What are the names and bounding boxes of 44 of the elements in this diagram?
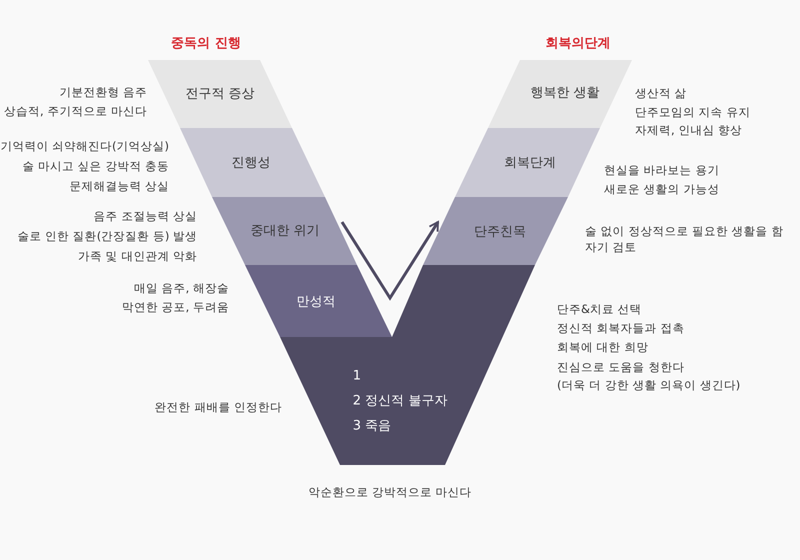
band-label: 전구적 증상: [185, 86, 255, 104]
section-title: 회복의단계: [546, 35, 610, 52]
description-text: 음주 조절능력 상실: [94, 208, 197, 224]
description-text: 막연한 공포, 두려움: [122, 299, 229, 315]
description-text: 기분전환형 음주: [59, 84, 147, 100]
band-label: 3 죽음: [352, 418, 392, 436]
description-text: 술 없이 정상적으로 필요한 생활을 함 자기 검토: [585, 223, 784, 255]
description-text: (더욱 더 강한 생활 의욕이 생긴다): [557, 377, 740, 393]
description-text: 문제해결능력 상실: [69, 178, 169, 194]
description-text: 자제력, 인내심 향상: [635, 122, 742, 138]
band-label: 진행성: [232, 154, 270, 172]
stage-band: [212, 197, 357, 265]
description-text: 단주&치료 선택: [557, 301, 642, 317]
description-text: 생산적 삶: [635, 85, 687, 101]
band-label: 2 정신적 불구자: [352, 392, 448, 410]
stage-band: [180, 128, 325, 197]
band-label: 중대한 위기: [250, 222, 320, 240]
band-label: 단주친목: [474, 224, 526, 242]
stage-band: [148, 60, 292, 128]
description-text: 회복에 대한 희망: [557, 339, 648, 355]
stage-band: [423, 197, 568, 265]
description-text: 새로운 생활의 가능성: [604, 181, 720, 197]
stage-band: [488, 60, 632, 128]
stage-band: [245, 265, 392, 337]
arrow: [340, 221, 440, 301]
description-text: 기억력이 쇠약해진다(기억상실): [0, 138, 169, 154]
stage-band: [280, 265, 535, 465]
description-text: 술 마시고 싶은 강박적 충동: [22, 158, 169, 174]
band-label: 행복한 생활: [530, 84, 600, 102]
description-text: 매일 음주, 해장술: [134, 280, 229, 296]
description-text: 악순환으로 강박적으로 마신다: [308, 484, 472, 500]
description-text: 상습적, 주기적으로 마신다: [4, 103, 147, 119]
description-text: 술로 인한 질환(간장질환 등) 발생: [17, 228, 197, 244]
description-text: 가족 및 대인관계 악화: [78, 248, 197, 264]
band-label: 회복단계: [504, 154, 556, 172]
stage-band: [455, 128, 600, 197]
description-text: 현실을 바라보는 용기: [604, 162, 720, 178]
description-text: 완전한 패배를 인정한다: [154, 399, 282, 415]
band-label: 만성적: [296, 294, 336, 312]
description-text: 단주모임의 지속 유지: [635, 104, 750, 120]
description-text: 진심으로 도움을 청한다: [557, 359, 684, 375]
description-text: 정신적 회복자들과 접촉: [557, 320, 684, 336]
band-label: 1: [352, 368, 362, 386]
section-title: 중독의 진행: [171, 35, 241, 52]
